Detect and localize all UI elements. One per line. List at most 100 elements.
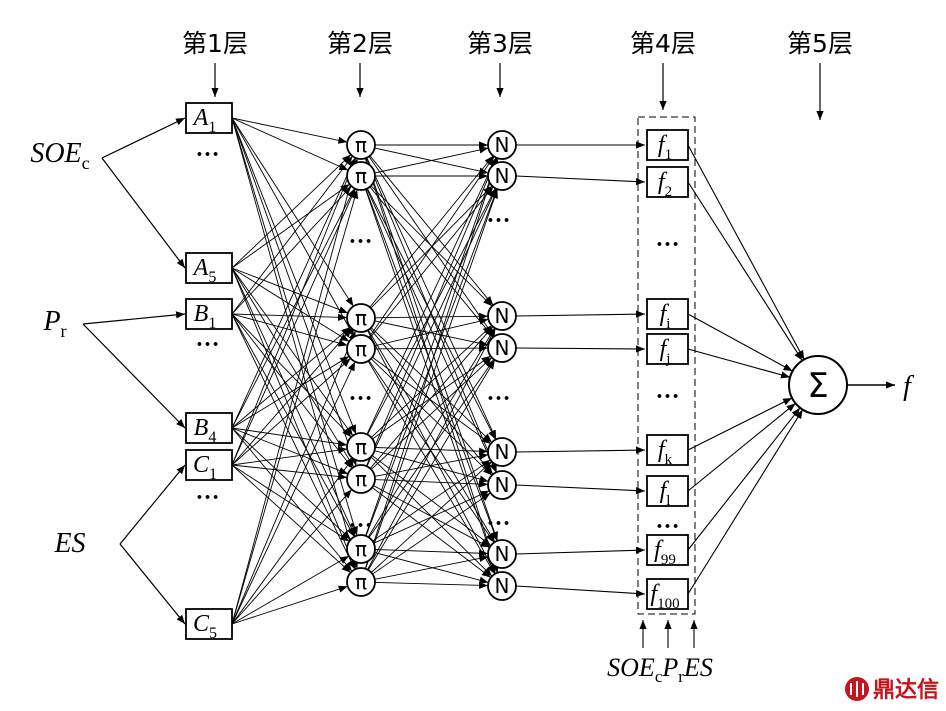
consequent-label-7: f99 (654, 537, 676, 568)
mf-label-B1-main: B (194, 301, 209, 327)
edge-mf5-pi5 (231, 489, 353, 625)
mf-label-C1-sub: 1 (209, 466, 217, 483)
edge-f1-sum (687, 181, 803, 361)
edge-mf3-pi5 (231, 427, 349, 475)
norm-symbol-7: N (495, 542, 510, 566)
norm-node-1 (487, 130, 517, 160)
mf-box-B4 (185, 412, 233, 444)
ellipsis-mf-c: … (196, 479, 221, 505)
mf-label-A1: A1 (192, 105, 217, 136)
edge-pi2-n5 (369, 328, 494, 475)
edge-input-B4 (82, 323, 186, 429)
rule-node-8 (346, 567, 376, 597)
edge-input-B1 (82, 311, 186, 325)
mf-label-A5-sub: 5 (208, 269, 216, 286)
norm-node-8 (487, 571, 517, 601)
edge-mf3-pi4 (231, 427, 348, 448)
layer-title-3: 第3层 (467, 29, 533, 58)
rule-symbol-5: π (355, 435, 367, 459)
rule-node-4 (346, 334, 376, 364)
consequent-label-8: f100 (650, 581, 679, 612)
edge-f6-sum (687, 407, 801, 551)
norm-node-5 (487, 437, 517, 467)
norm-symbol-6: N (495, 473, 510, 497)
edge-mf0-pi1 (231, 117, 349, 171)
edge-pi3-n7 (367, 360, 496, 575)
consequent-box-7 (646, 534, 689, 566)
edge-mf5-pi7 (231, 585, 348, 625)
edge-pi2-n2 (374, 312, 489, 320)
rule-node-7 (346, 534, 376, 564)
ellipsis-f-2: … (656, 378, 681, 404)
norm-node-7 (487, 539, 517, 569)
edge-mf2-pi0 (231, 155, 353, 315)
edge-n3-f (515, 345, 646, 353)
input-label-soe-sub: c (82, 153, 90, 173)
edge-pi6-n2 (367, 327, 496, 538)
edge-pi6-n6 (374, 549, 489, 557)
bottom-input-1-main: P (661, 653, 678, 682)
layer-title-2: 第2层 (327, 29, 393, 58)
consequent-label-2-sub: 2 (665, 184, 673, 200)
edge-mf1-pi3 (231, 267, 350, 342)
mf-label-A1-sub: 1 (208, 119, 216, 136)
mf-box-A5 (185, 252, 233, 284)
edge-pi5-n0 (366, 157, 497, 467)
consequent-box-3 (646, 298, 689, 330)
consequent-label-6: fl (660, 478, 671, 509)
edge-pi5-n2 (369, 326, 494, 469)
input-label-pr: Pr (42, 306, 66, 341)
edge-input-C1 (119, 464, 186, 545)
ellipsis-n-3: … (487, 505, 512, 531)
rule-node-2 (346, 161, 376, 191)
mf-label-C1: C1 (193, 452, 217, 483)
edge-mf5-pi2 (231, 330, 356, 625)
input-label-es: ES (53, 528, 85, 559)
edge-mf0-pi4 (231, 117, 357, 435)
consequent-label-8-main: f (650, 581, 660, 607)
edge-pi1-n4 (366, 188, 497, 440)
norm-node-4 (487, 333, 517, 363)
layer-title-5: 第5层 (787, 29, 853, 58)
edge-mf5-pi4 (231, 458, 354, 625)
edge-pi3-n0 (368, 156, 495, 338)
layer4-dashed-frame (637, 116, 696, 615)
consequent-box-1 (646, 129, 689, 161)
edge-pi1-n2 (370, 185, 493, 307)
consequent-label-2: f2 (658, 169, 672, 200)
mf-label-B4-sub: 4 (208, 429, 216, 446)
consequent-box-5 (646, 434, 689, 466)
edge-pi6-n7 (374, 552, 489, 584)
consequent-label-4-main: f (660, 336, 670, 362)
layer-title-1: 第1层 (182, 29, 248, 58)
rule-symbol-3: π (355, 306, 367, 330)
rule-symbol-7: π (355, 537, 367, 561)
sum-node (788, 355, 848, 415)
edge-input-A1 (101, 117, 186, 159)
rule-symbol-6: π (355, 467, 367, 491)
mf-label-A5: A5 (192, 255, 217, 286)
mf-label-B1: B1 (194, 301, 217, 332)
mf-label-B1-sub: 1 (208, 315, 216, 332)
consequent-label-5: fk (658, 437, 673, 468)
edge-pi7-n3 (367, 359, 496, 571)
mf-label-B4: B4 (194, 415, 217, 446)
edge-mf5-pi6 (231, 555, 350, 625)
edge-pi7-n7 (374, 581, 489, 589)
watermark-text: 鼎达信 (873, 677, 939, 703)
sum-symbol: Σ (807, 366, 828, 406)
rule-node-6 (346, 464, 376, 494)
ellipsis-n-1: … (487, 202, 512, 228)
norm-symbol-4: N (495, 336, 510, 360)
mf-label-A5-main: A (192, 255, 209, 281)
consequent-box-6 (646, 475, 689, 507)
mf-label-B4-main: B (194, 415, 209, 441)
bottom-input-0-sub: c (655, 667, 663, 686)
layer-title-4: 第4层 (630, 29, 696, 58)
mf-label-C5-main: C (193, 611, 210, 637)
edge-mf3-pi0 (231, 157, 356, 429)
edge-mf1-pi2 (231, 267, 349, 314)
input-label-es-main: ES (53, 528, 85, 559)
input-label-pr-main: P (42, 306, 60, 337)
output-label: f (903, 371, 914, 402)
